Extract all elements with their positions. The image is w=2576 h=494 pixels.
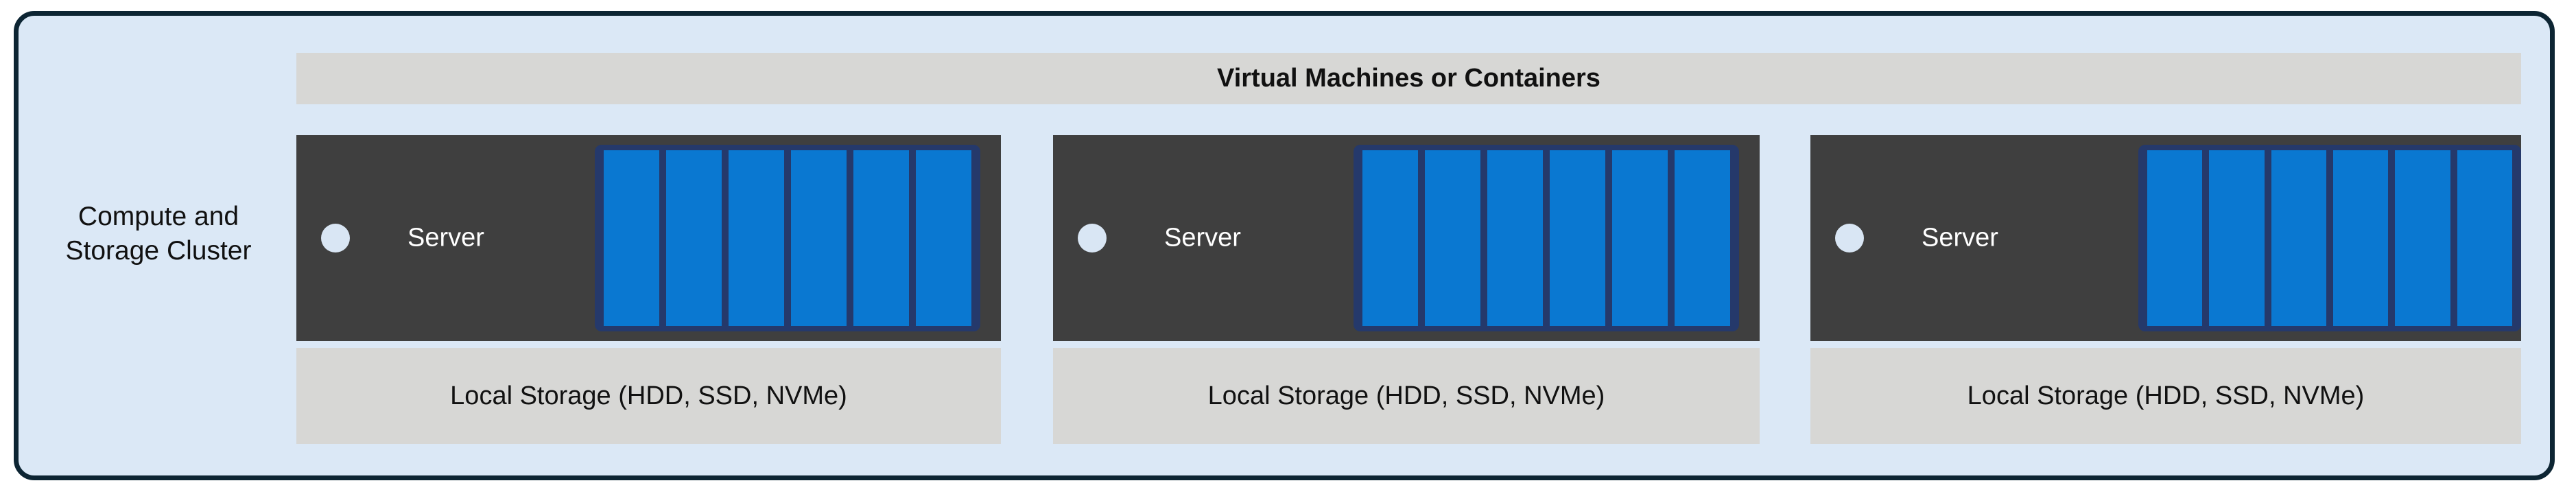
vm-slab: [1671, 150, 1734, 326]
server-status-dot-icon-1: [321, 224, 350, 252]
vm-slab: [788, 150, 850, 326]
server-label-2: Server: [1164, 223, 1241, 252]
vm-slab: [663, 150, 725, 326]
cluster-label: Compute and Storage Cluster: [19, 200, 298, 268]
vm-group-3: [2138, 145, 2521, 331]
vm-group-1: [595, 145, 980, 331]
server-status-dot-icon-3: [1835, 224, 1864, 252]
vm-slab: [2144, 150, 2206, 326]
cluster-node-1: Server Local Storage (HDD, SSD, NVMe): [296, 135, 1001, 444]
server-box-1: Server: [296, 135, 1001, 341]
virtual-machines-banner: Virtual Machines or Containers: [296, 53, 2521, 104]
cluster-label-line-2: Storage Cluster: [65, 236, 252, 266]
local-storage-label-1: Local Storage (HDD, SSD, NVMe): [450, 381, 847, 410]
local-storage-box-3: Local Storage (HDD, SSD, NVMe): [1810, 348, 2521, 444]
vm-slab: [2329, 150, 2392, 326]
server-box-2: Server: [1053, 135, 1760, 341]
vm-slab: [725, 150, 788, 326]
local-storage-label-3: Local Storage (HDD, SSD, NVMe): [1967, 381, 2365, 410]
vm-slab: [2453, 150, 2516, 326]
vm-slab: [600, 150, 663, 326]
vm-slab: [2391, 150, 2454, 326]
compute-storage-cluster-frame: Compute and Storage Cluster Virtual Mach…: [14, 11, 2555, 480]
vm-slab: [1546, 150, 1609, 326]
vm-slab: [912, 150, 975, 326]
server-label-1: Server: [407, 223, 484, 252]
vm-slab: [1421, 150, 1484, 326]
vm-slab: [1609, 150, 1671, 326]
vm-slab: [2206, 150, 2268, 326]
vm-slab: [1359, 150, 1421, 326]
local-storage-box-2: Local Storage (HDD, SSD, NVMe): [1053, 348, 1760, 444]
server-status-dot-icon-2: [1078, 224, 1107, 252]
vm-group-2: [1354, 145, 1739, 331]
server-box-3: Server: [1810, 135, 2521, 341]
vm-slab: [2267, 150, 2330, 326]
cluster-label-line-1: Compute and: [78, 202, 239, 231]
server-label-3: Server: [1922, 223, 1998, 252]
vm-slab: [1484, 150, 1546, 326]
local-storage-box-1: Local Storage (HDD, SSD, NVMe): [296, 348, 1001, 444]
virtual-machines-banner-label: Virtual Machines or Containers: [1217, 64, 1600, 93]
cluster-node-2: Server Local Storage (HDD, SSD, NVMe): [1053, 135, 1760, 444]
local-storage-label-2: Local Storage (HDD, SSD, NVMe): [1207, 381, 1605, 410]
vm-slab: [850, 150, 912, 326]
cluster-node-3: Server Local Storage (HDD, SSD, NVMe): [1810, 135, 2521, 444]
